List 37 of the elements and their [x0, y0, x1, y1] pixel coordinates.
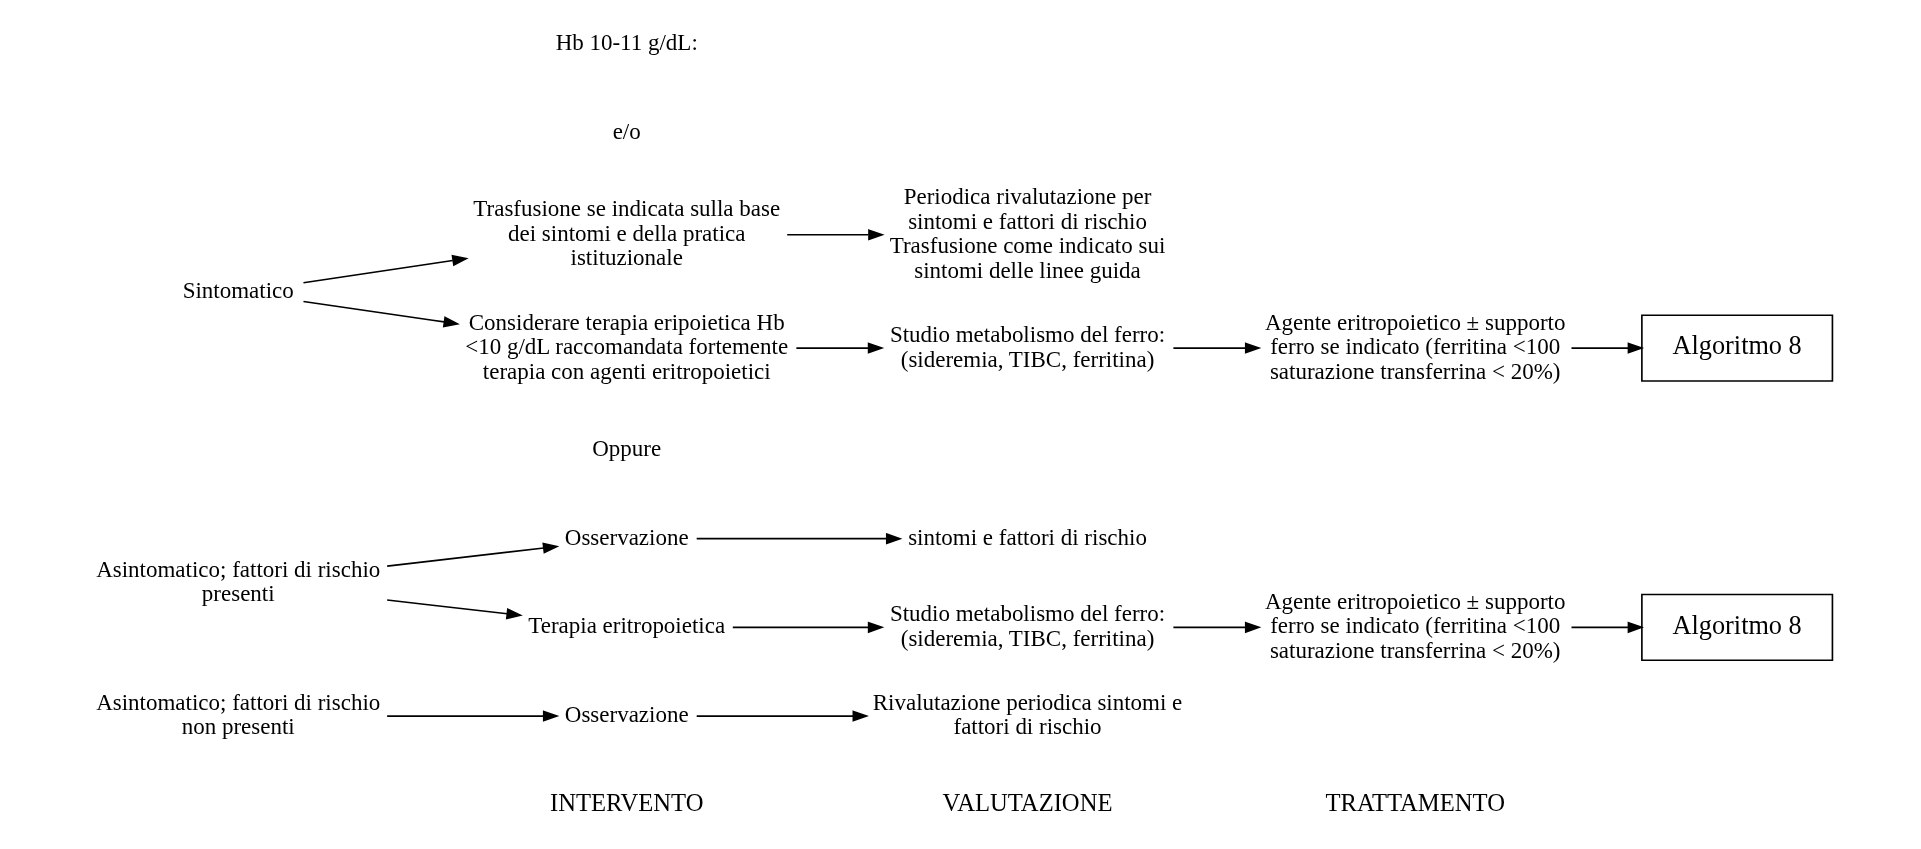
- node-text: Trasfusione se indicata sulla base dei sintomi e della pratica istituzionale: [472, 196, 780, 271]
- node-text: Hb 10-11 g/dL:: [555, 30, 698, 56]
- node-text: Considerare terapia eripoietica Hb <10 g/dL raccomandata fortemente terapia con agenti eritropoietici: [464, 309, 788, 384]
- node-box: Algoritmo 8: [1640, 593, 1833, 662]
- label: VALUTAZIONE: [942, 788, 1112, 816]
- label: TRATTAMENTO: [1324, 788, 1505, 816]
- arrow: [695, 532, 902, 545]
- node-text: Studio metabolismo del ferro: (sideremia, TIBC, ferritina): [889, 601, 1165, 651]
- node-text: Agente eritropoietico ± supporto ferro se indicato (ferritina <100 saturazione transferrina < 20%): [1264, 309, 1565, 384]
- node-text: e/o: [612, 119, 641, 145]
- node-text: Rivalutazione periodica sintomi e fattori di rischio: [872, 689, 1182, 740]
- node-text: Studio metabolismo del ferro: (sideremia, TIBC, ferritina): [889, 321, 1165, 372]
- arrow: [1570, 621, 1644, 634]
- node-text: Oppure: [591, 436, 661, 462]
- arrow: [1570, 342, 1644, 354]
- arrow: [1172, 342, 1261, 354]
- node-text: Asintomatico; fattori di rischio non presenti: [95, 689, 380, 740]
- node-box: Algoritmo 8: [1640, 314, 1833, 382]
- node-text: Asintomatico; fattori di rischio presenti: [95, 556, 380, 607]
- arrow: [695, 710, 869, 722]
- node-text: Periodica rivalutazione per sintomi e fattori di rischio Trasfusione come indicato sui sintomi delle linee guida: [889, 183, 1165, 283]
- arrow: [785, 229, 885, 241]
- arrow: [731, 621, 884, 634]
- arrow: [302, 300, 460, 328]
- arrow: [302, 254, 469, 284]
- node-text: Osservazione: [564, 702, 689, 728]
- arrow: [385, 542, 559, 567]
- node-text: sintomi e fattori di rischio: [907, 524, 1147, 550]
- node-text: Sintomatico: [182, 278, 294, 304]
- arrow: [795, 342, 884, 354]
- arrow: [385, 710, 559, 722]
- label: INTERVENTO: [549, 788, 703, 816]
- node-text: Terapia eritropoietica: [527, 613, 725, 639]
- arrow: [1172, 621, 1261, 634]
- node-text: Agente eritropoietico ± supporto ferro se indicato (ferritina <100 saturazione transferrina < 20%): [1264, 588, 1565, 664]
- arrow: [385, 599, 523, 620]
- node-text: Osservazione: [564, 524, 689, 550]
